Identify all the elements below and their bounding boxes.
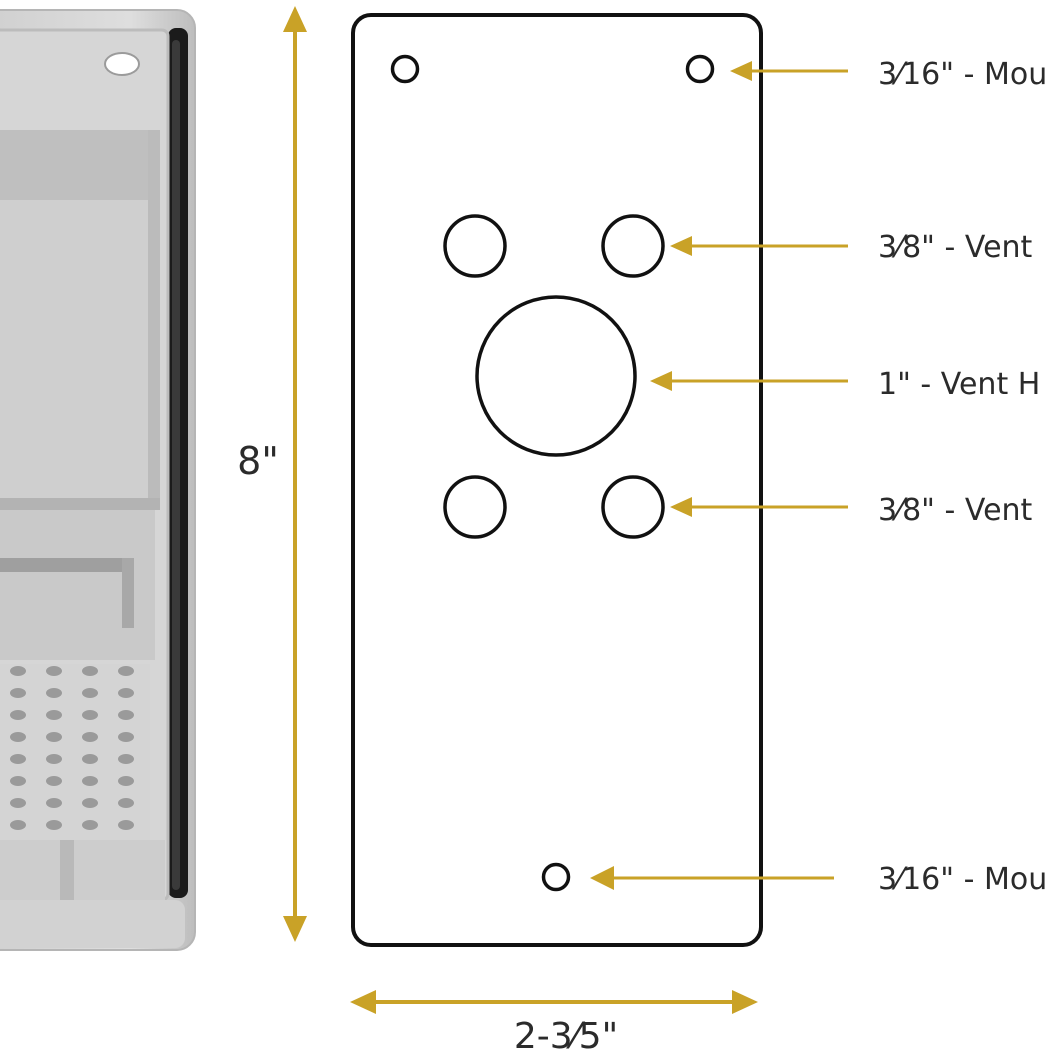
callout-vent-small-bottom-label: 3⁄8" - Vent: [878, 493, 1033, 528]
callout-mount-top-label: 3⁄16" - Mou: [878, 57, 1047, 92]
vent-hole-small-top-left: [443, 214, 507, 278]
height-label: 8": [237, 439, 279, 483]
callout-vent-small-top-label: 3⁄8" - Vent: [878, 230, 1033, 265]
enclosure-box-photo: [0, 9, 196, 951]
callout-vent-small-top-arrowhead: [670, 236, 692, 256]
plate-outline: [351, 13, 763, 947]
callout-vent-small-bottom: 3⁄8" - Vent: [670, 493, 1033, 528]
vent-hole-small-bottom-left: [443, 475, 507, 539]
callout-vent-large: 1" - Vent H: [650, 367, 1040, 402]
box-bottom-lip: [0, 900, 185, 948]
box-bottom-divider: [60, 840, 74, 900]
callout-mount-top: 3⁄16" - Mou: [730, 57, 1047, 92]
box-upper-shadow: [0, 130, 155, 200]
height-dimension: 8": [237, 6, 307, 942]
width-arrow-right-head: [732, 990, 758, 1014]
width-arrow-left-head: [350, 990, 376, 1014]
box-bracket-post: [122, 558, 134, 628]
vent-hole-small-top-right: [601, 214, 665, 278]
mount-hole-top-left: [390, 54, 420, 84]
box-upper-wall: [148, 130, 160, 500]
box-mount-hole: [104, 52, 140, 76]
mount-hole-bottom: [541, 862, 571, 892]
callout-vent-small-bottom-arrowhead: [670, 497, 692, 517]
callout-mount-bottom: 3⁄16" - Mou: [590, 862, 1047, 897]
vent-hole-large: [475, 295, 637, 457]
callout-mount-bottom-arrowhead: [590, 866, 614, 890]
callout-vent-small-top: 3⁄8" - Vent: [670, 230, 1033, 265]
vent-hole-small-bottom-right: [601, 475, 665, 539]
mount-hole-top-right: [685, 54, 715, 84]
box-perforation-holes: [0, 664, 150, 840]
width-dimension: 2-3⁄5": [350, 990, 758, 1057]
height-arrow-bottom-head: [283, 916, 307, 942]
width-label: 2-3⁄5": [514, 1016, 618, 1057]
callout-mount-bottom-label: 3⁄16" - Mou: [878, 862, 1047, 897]
box-ledge: [0, 498, 160, 510]
box-bottom-channel: [0, 840, 165, 900]
box-gasket-highlight: [172, 40, 180, 890]
callout-mount-top-arrowhead: [730, 61, 752, 81]
callout-vent-large-label: 1" - Vent H: [878, 367, 1040, 402]
vent-plate: [351, 13, 763, 947]
height-arrow-top-head: [283, 6, 307, 32]
callout-vent-large-arrowhead: [650, 371, 672, 391]
box-bracket: [0, 558, 130, 572]
